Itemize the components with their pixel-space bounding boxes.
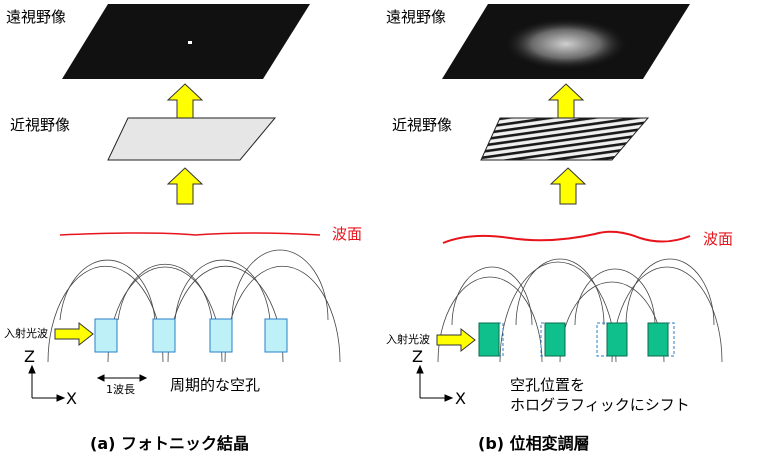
wavefront-a <box>59 232 321 236</box>
wave-circles-b <box>437 258 723 363</box>
wavelength-label: 1波長 <box>106 383 135 396</box>
wave-circles-a <box>47 249 341 363</box>
holes-b <box>478 322 675 357</box>
panel-a <box>28 4 341 402</box>
incident-label-a: 入射光波 <box>4 327 48 340</box>
axes-b <box>416 364 454 402</box>
far-field-label-a: 遠視野像 <box>6 8 67 26</box>
wavelength-marker <box>96 374 148 382</box>
near-field-label-b: 近視野像 <box>392 116 453 134</box>
hole <box>606 322 628 357</box>
hole <box>647 322 669 357</box>
incident-arrow-b <box>436 327 476 353</box>
up-arrow-a-top <box>166 83 204 121</box>
near-field-plane-b <box>480 117 650 161</box>
hole <box>209 318 233 353</box>
far-field-speckle-b <box>504 18 628 70</box>
holes-label-b-line1: 空孔位置を <box>510 376 586 394</box>
incident-label-b: 入射光波 <box>386 333 430 346</box>
axis-z-label-a: Z <box>24 347 35 366</box>
panel-b <box>416 4 723 402</box>
wavefront-b <box>442 230 691 244</box>
near-field-plane-a <box>107 117 277 161</box>
hole <box>264 318 288 353</box>
far-field-plane-a <box>62 4 310 79</box>
up-arrow-b-top <box>547 83 585 121</box>
hole <box>544 322 566 357</box>
wavefront-label-a: 波面 <box>332 225 363 243</box>
wavefront-label-b: 波面 <box>703 230 734 248</box>
axis-z-label-b: Z <box>412 347 423 366</box>
far-field-label-b: 遠視野像 <box>386 8 447 26</box>
axis-x-label-b: X <box>455 389 466 408</box>
hole <box>152 318 176 353</box>
axis-x-label-a: X <box>66 389 77 408</box>
holes-label-a: 周期的な空孔 <box>170 376 261 394</box>
holes-a <box>94 318 288 353</box>
axes-a <box>28 364 66 402</box>
near-field-label-a: 近視野像 <box>10 116 71 134</box>
up-arrow-a-bottom <box>166 167 204 205</box>
holes-label-b-line2: ホログラフィックにシフト <box>510 396 690 414</box>
caption-b: (b) 位相変調層 <box>478 434 590 453</box>
far-field-spot-a <box>188 41 192 44</box>
hole <box>478 322 500 357</box>
up-arrow-b-bottom <box>549 167 587 205</box>
incident-arrow-a <box>54 321 94 347</box>
hole <box>94 318 118 353</box>
caption-a: (a) フォトニック結晶 <box>90 434 249 453</box>
